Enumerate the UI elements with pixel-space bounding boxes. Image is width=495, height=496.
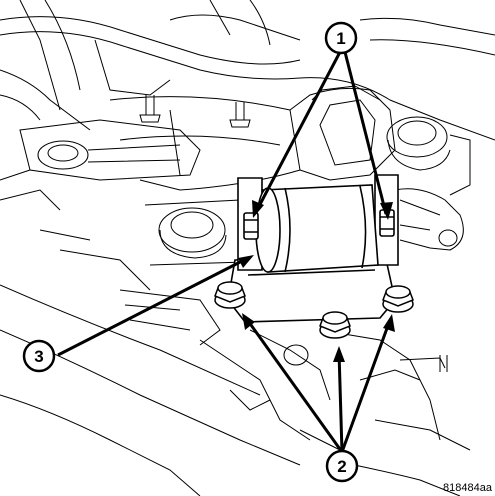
callout-1: 1 [324, 21, 358, 55]
mounting-bolts [214, 281, 414, 339]
leader-1-right [343, 51, 388, 215]
figure-id: 818484aa [443, 482, 493, 494]
arrowhead-2-middle [333, 346, 345, 362]
callout-circle [22, 339, 56, 373]
arrowhead-2-left [242, 313, 255, 330]
leader-2-middle [337, 351, 344, 453]
callout-number: 2 [337, 457, 346, 476]
arrow-heads [238, 200, 395, 362]
arrowhead-2-right [383, 314, 395, 332]
arrowhead-1-left [252, 200, 264, 218]
callout-number: 1 [336, 29, 345, 48]
callout-3: 3 [22, 339, 56, 373]
callout-circle [324, 21, 358, 55]
leader-lines [57, 51, 392, 453]
callout-circle [325, 449, 359, 483]
arrowhead-1-right [380, 202, 393, 220]
leader-2-left [244, 317, 344, 453]
leader-2-right [340, 319, 392, 453]
arrowhead-3 [238, 255, 254, 268]
leader-3 [57, 256, 249, 357]
callout-number: 3 [34, 347, 43, 366]
bolt-right [382, 285, 414, 313]
leader-1-left [254, 51, 342, 213]
callout-2: 2 [325, 449, 359, 483]
engine-mount [227, 174, 399, 323]
bolt-middle [319, 311, 351, 339]
bolt-left [214, 281, 246, 309]
